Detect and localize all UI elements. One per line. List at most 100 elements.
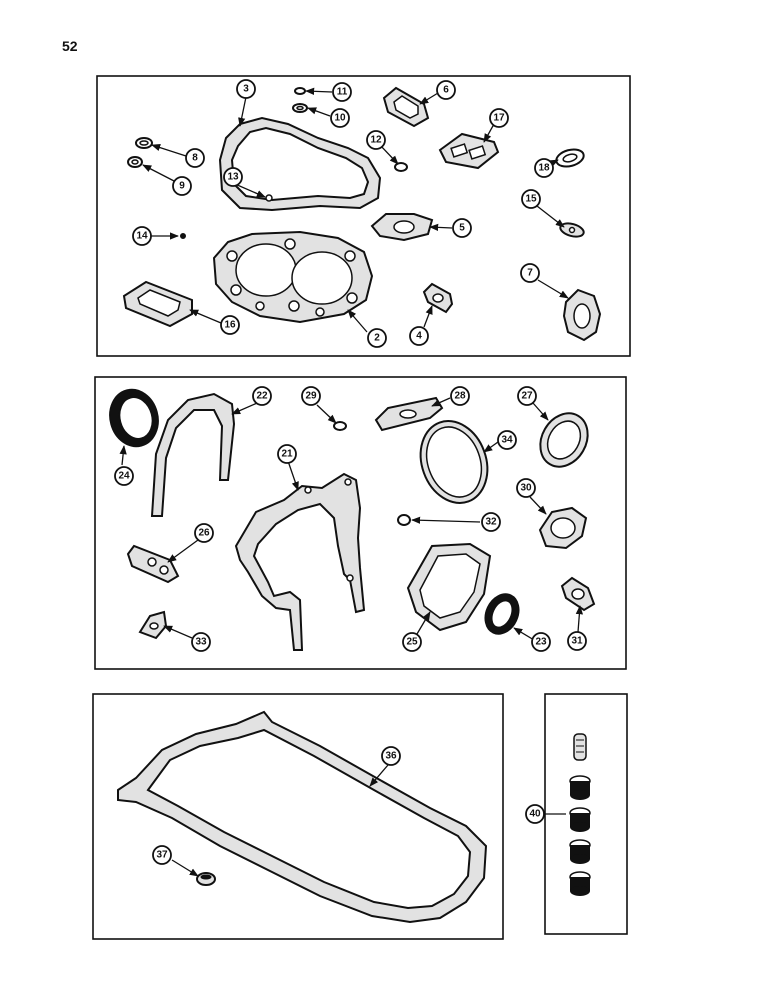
svg-text:24: 24: [118, 471, 130, 482]
callout-37: 37: [152, 845, 172, 865]
callout-21: 21: [277, 444, 297, 464]
svg-text:25: 25: [406, 637, 418, 648]
part-gasket-33: [138, 610, 168, 640]
svg-text:23: 23: [535, 637, 547, 648]
callout-26: 26: [194, 523, 214, 543]
svg-text:4: 4: [416, 331, 422, 342]
callout-7: 7: [520, 263, 540, 283]
callout-4: 4: [409, 326, 429, 346]
part-gasket-26: [126, 544, 180, 584]
part-gasket-17: [438, 132, 500, 170]
part-oil-pan-gasket-36: [117, 710, 488, 924]
svg-text:31: 31: [571, 636, 583, 647]
svg-text:34: 34: [501, 435, 513, 446]
callout-5: 5: [452, 218, 472, 238]
svg-text:13: 13: [227, 172, 239, 183]
panel-oil-pan-gasket: [92, 693, 504, 940]
svg-text:15: 15: [525, 194, 537, 205]
panel-front-gaskets: [94, 376, 627, 670]
part-seal-12: [394, 162, 408, 172]
svg-text:27: 27: [521, 391, 533, 402]
svg-text:5: 5: [459, 223, 465, 234]
svg-text:6: 6: [443, 85, 449, 96]
svg-text:29: 29: [305, 391, 317, 402]
callout-24: 24: [114, 466, 134, 486]
callout-13: 13: [223, 167, 243, 187]
svg-text:2: 2: [374, 333, 380, 344]
callout-17: 17: [489, 108, 509, 128]
part-gasket-27: [539, 412, 589, 468]
callout-2: 2: [367, 328, 387, 348]
part-gasket-31: [560, 576, 596, 612]
svg-text:22: 22: [256, 391, 268, 402]
svg-text:16: 16: [224, 320, 236, 331]
svg-text:28: 28: [454, 391, 466, 402]
callout-22: 22: [252, 386, 272, 406]
callout-16: 16: [220, 315, 240, 335]
svg-text:17: 17: [493, 113, 505, 124]
part-timing-cover-gasket: [234, 472, 366, 651]
part-oil-seal-23: [484, 593, 520, 635]
panel-top-end-gaskets: [96, 75, 631, 357]
callout-33: 33: [191, 632, 211, 652]
callout-36: 36: [381, 746, 401, 766]
part-valve-seals-40: [569, 733, 591, 896]
svg-text:14: 14: [136, 231, 148, 242]
callout-6: 6: [436, 80, 456, 100]
part-seal-22: [150, 392, 236, 517]
part-gasket-7: [562, 288, 602, 342]
callout-31: 31: [567, 631, 587, 651]
svg-text:21: 21: [281, 449, 293, 460]
callout-8: 8: [185, 148, 205, 168]
part-seal-9: [127, 156, 143, 168]
callout-28: 28: [450, 386, 470, 406]
part-gasket-16: [122, 280, 193, 328]
part-gasket-4: [422, 282, 454, 314]
svg-text:30: 30: [520, 483, 532, 494]
callout-12: 12: [366, 130, 386, 150]
part-seal-10: [292, 103, 308, 113]
callout-15: 15: [521, 189, 541, 209]
callout-3: 3: [236, 79, 256, 99]
part-gasket-34: [419, 420, 489, 504]
callout-14: 14: [132, 226, 152, 246]
part-oring-32: [397, 514, 411, 526]
callout-9: 9: [172, 176, 192, 196]
callout-29: 29: [301, 386, 321, 406]
part-seal-37: [196, 872, 216, 886]
svg-text:7: 7: [527, 268, 533, 279]
callout-10: 10: [330, 108, 350, 128]
part-gasket-30: [538, 506, 588, 550]
leader-lines: [119, 87, 584, 877]
callout-25: 25: [402, 632, 422, 652]
page-number: 52: [62, 38, 78, 54]
svg-text:12: 12: [370, 135, 382, 146]
callout-30: 30: [516, 478, 536, 498]
part-seal-11: [294, 87, 306, 95]
svg-text:40: 40: [529, 809, 541, 820]
part-oring-13: [265, 194, 273, 202]
svg-text:8: 8: [192, 153, 198, 164]
callout-34: 34: [497, 430, 517, 450]
part-gasket-15: [559, 222, 585, 238]
part-gasket-28: [374, 396, 444, 432]
part-rocker-cover-gasket: [218, 116, 382, 212]
svg-text:18: 18: [538, 163, 550, 174]
callout-18: 18: [534, 158, 554, 178]
callout-23: 23: [531, 632, 551, 652]
part-seal-8: [135, 137, 153, 149]
callout-11: 11: [332, 82, 352, 102]
svg-text:32: 32: [485, 517, 497, 528]
part-cylinder-head-gasket: [212, 230, 374, 324]
svg-text:11: 11: [337, 87, 348, 98]
part-washer-18: [555, 148, 585, 168]
svg-text:10: 10: [334, 113, 346, 124]
part-gasket-5: [370, 213, 434, 242]
svg-text:33: 33: [195, 637, 207, 648]
part-gasket-6: [382, 86, 430, 128]
callout-40: 40: [525, 804, 545, 824]
svg-text:3: 3: [243, 84, 249, 95]
part-gasket-25: [406, 542, 492, 632]
svg-text:9: 9: [179, 181, 185, 192]
